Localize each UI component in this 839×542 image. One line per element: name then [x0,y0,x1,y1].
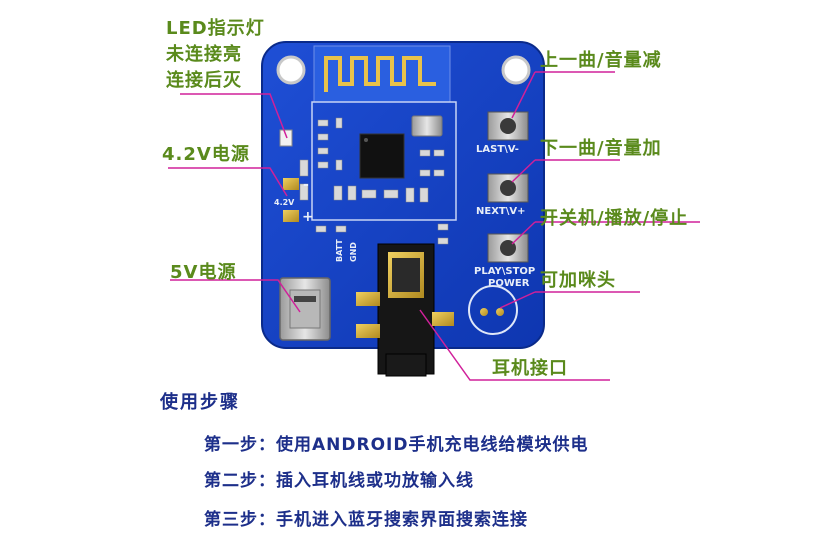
silk-minus: - [303,177,309,193]
bt-module [311,101,457,221]
label-power-5v: 5V电源 [170,262,237,283]
crystal [411,115,443,137]
instruction-step-1: 第一步：使用ANDROID手机充电线给模块供电 [204,435,589,455]
smd-components [299,117,449,245]
led-indicator [279,129,293,147]
silk-gnd: GND [349,242,358,262]
batt-pad-minus [283,178,299,190]
silk-batt-voltage: 4.2V [274,198,295,207]
label-next-vol-up: 下一曲/音量加 [540,138,662,159]
label-led-state-1: 未连接亮 [166,44,242,65]
label-led-state-2: 连接后灭 [166,70,242,91]
mount-hole [276,55,306,85]
instruction-step-2: 第二步：插入耳机线或功放输入线 [204,471,474,491]
silk-play-stop: PLAY\STOP [474,266,535,277]
label-power-4v2: 4.2V电源 [162,144,250,165]
instructions-title: 使用步骤 [160,392,240,413]
antenna-trace [324,56,436,92]
leader-lines [168,71,700,381]
label-led: LED指示灯 [166,18,265,39]
button-last[interactable] [487,111,529,141]
silk-batt: BATT [335,239,344,262]
headphone-jack [356,243,454,377]
button-play-stop[interactable] [487,233,529,263]
silk-next: NEXT\V+ [476,206,526,217]
label-prev-vol-down: 上一曲/音量减 [540,50,662,71]
mount-hole [501,55,531,85]
label-power-play-stop: 开关机/播放/停止 [540,208,689,229]
mic-footprint [468,285,518,335]
batt-pad-plus [283,210,299,222]
label-mic-option: 可加咪头 [540,270,616,291]
silk-power: POWER [488,278,530,289]
silk-plus: + [302,209,314,225]
button-next[interactable] [487,173,529,203]
label-headphone-jack: 耳机接口 [492,358,568,379]
instruction-step-3: 第三步：手机进入蓝牙搜索界面搜索连接 [204,510,528,530]
silk-last: LAST\V- [476,144,519,155]
antenna-area [313,45,451,103]
